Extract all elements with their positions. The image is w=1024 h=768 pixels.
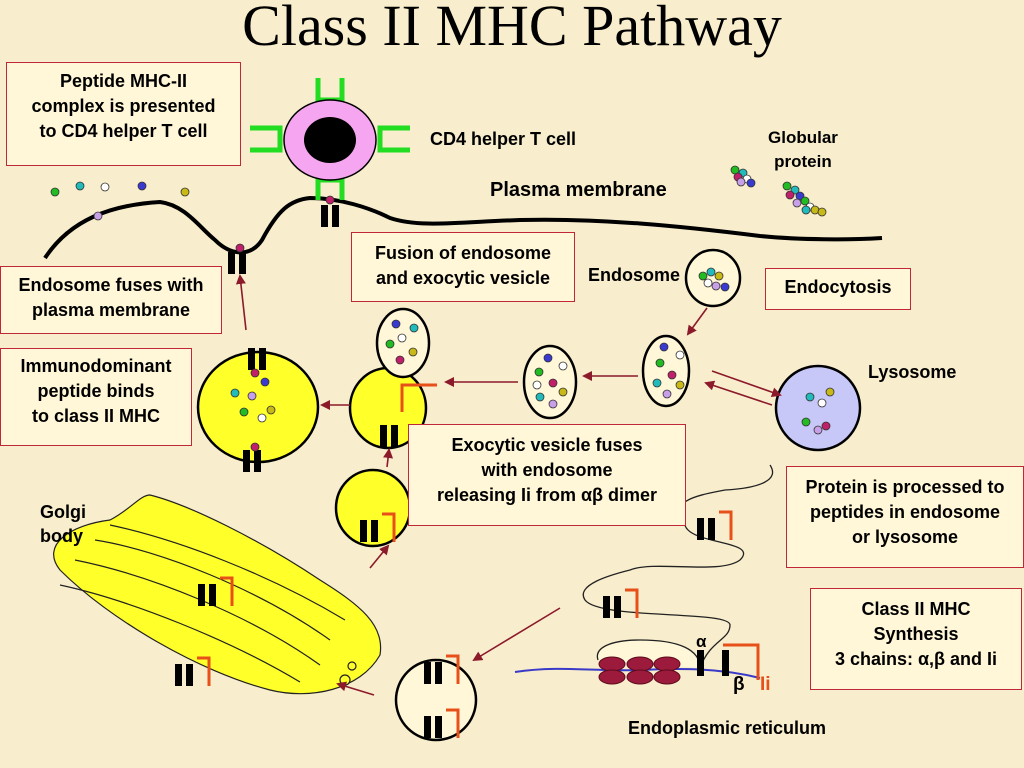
box-class-ii-synthesis: Class II MHC Synthesis 3 chains: α,β and… xyxy=(810,588,1022,690)
page-title: Class II MHC Pathway xyxy=(242,0,782,58)
label-cd4-t-cell: CD4 helper T cell xyxy=(430,129,577,149)
endosome-top xyxy=(684,248,742,308)
endoplasmic-reticulum xyxy=(514,464,774,685)
label-alpha: α xyxy=(696,632,707,651)
mhc-peptide-vesicle xyxy=(196,348,320,472)
box-exocytic-fuses: Exocytic vesicle fuses with endosome rel… xyxy=(408,424,686,526)
globular-protein xyxy=(730,165,827,217)
box-fusion-exocytic: Fusion of endosome and exocytic vesicle xyxy=(351,232,575,302)
exocytic-vesicle xyxy=(334,468,412,548)
label-ii: Ii xyxy=(760,674,771,695)
label-beta: β xyxy=(733,674,745,695)
box-presented-to-t-cell: Peptide MHC-II complex is presented to C… xyxy=(6,62,241,166)
label-golgi-body: Golgi body xyxy=(40,502,86,546)
transport-vesicle xyxy=(394,654,478,742)
box-immunodominant: Immunodominant peptide binds to class II… xyxy=(0,348,192,446)
box-protein-processed: Protein is processed to peptides in endo… xyxy=(786,466,1024,568)
endosome-middle xyxy=(522,344,578,420)
label-globular-protein: Globular protein xyxy=(768,128,838,171)
golgi-body xyxy=(53,494,382,695)
box-endosome-fuses-plasma: Endosome fuses with plasma membrane xyxy=(0,266,222,334)
endosome-processing xyxy=(641,334,691,408)
cd4-t-cell xyxy=(250,78,410,200)
exocytic-fusion-vesicle xyxy=(348,307,437,450)
peptide-dots xyxy=(50,181,335,253)
label-endoplasmic-reticulum: Endoplasmic reticulum xyxy=(628,718,827,738)
plasma-membrane xyxy=(43,195,883,260)
box-endocytosis: Endocytosis xyxy=(765,268,911,310)
lysosome xyxy=(774,364,862,452)
label-endosome: Endosome xyxy=(588,265,681,285)
pathway-arrows xyxy=(235,274,782,696)
label-plasma-membrane: Plasma membrane xyxy=(490,179,667,201)
label-lysosome: Lysosome xyxy=(868,362,957,382)
